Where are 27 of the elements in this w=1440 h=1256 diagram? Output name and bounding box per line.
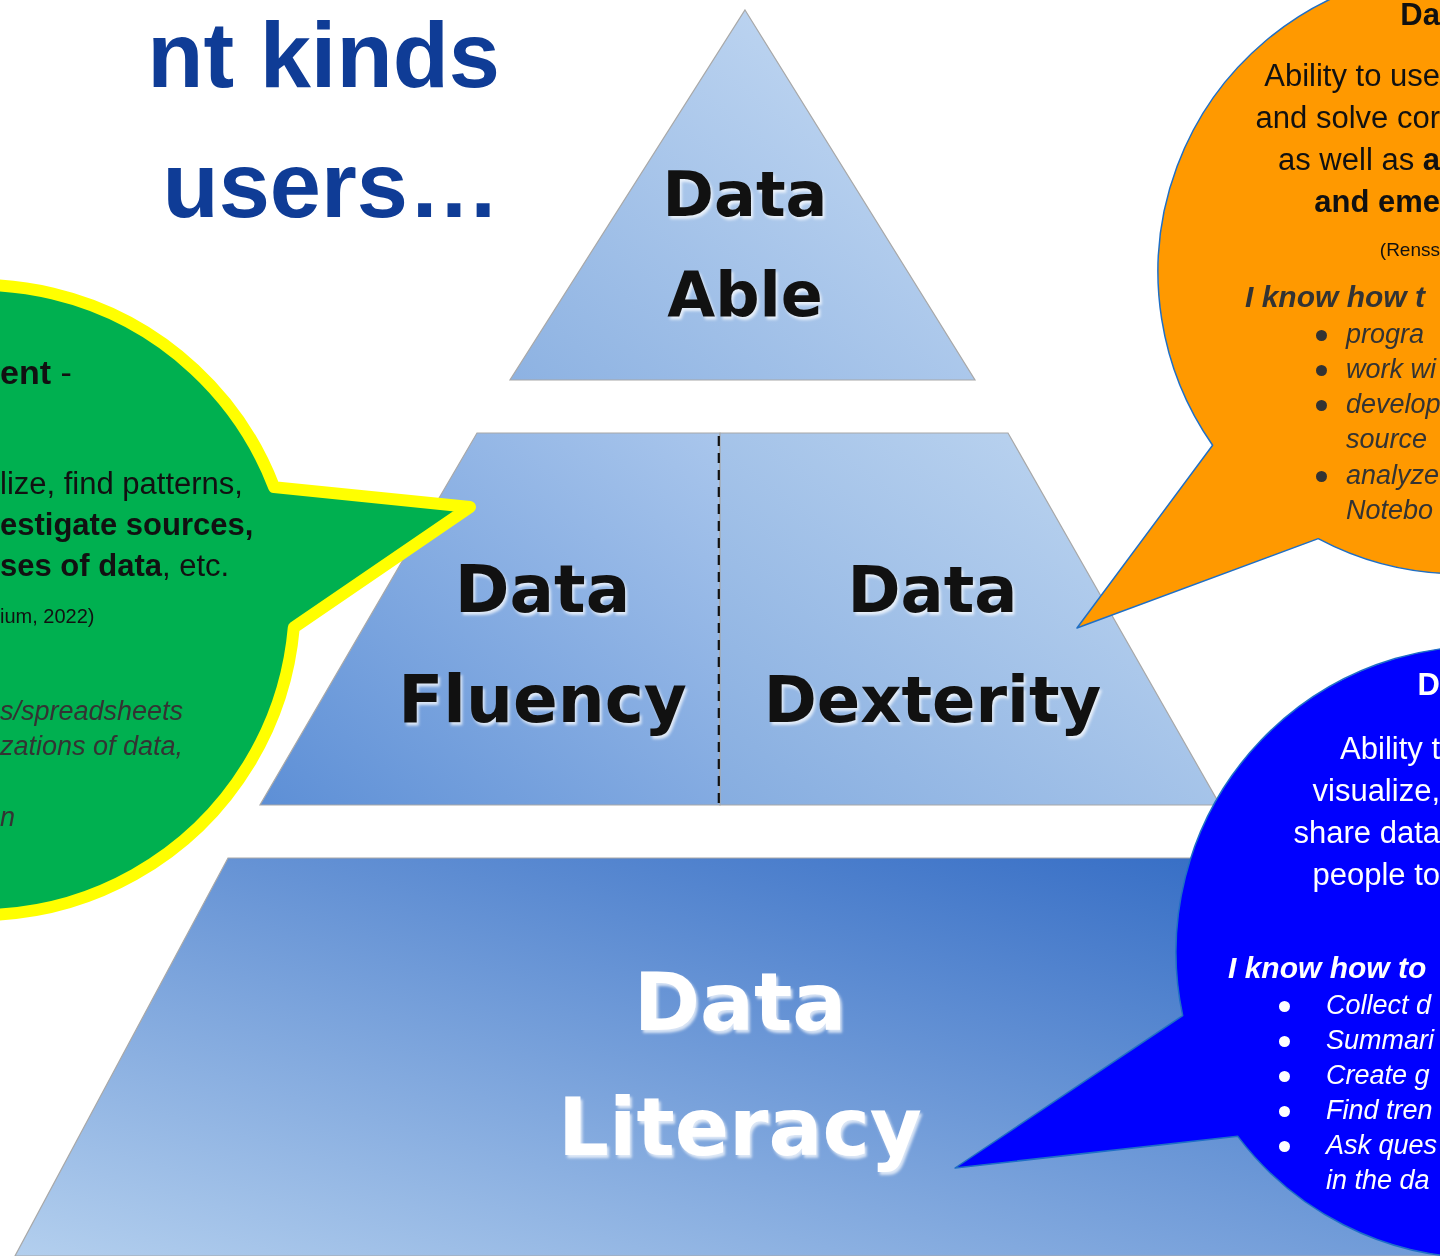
bubble-heading: ent - (0, 352, 73, 392)
pyramid-tier (508, 8, 978, 382)
list-item: Find tren (1326, 1094, 1434, 1127)
tier-label: Data Dexterity (762, 552, 1103, 739)
list-item: Summari (1326, 1024, 1436, 1057)
tier-label: Data Literacy (557, 955, 923, 1176)
list-heading: I know how t (1245, 279, 1427, 315)
definition-text: Ability t visualize, share data people to (1292, 730, 1440, 894)
bubble-heading: Da (1399, 0, 1440, 30)
citation-text: (Renss (1378, 238, 1440, 262)
list-item: analyze Notebo (1346, 459, 1440, 527)
tier-label: Data Able (661, 157, 829, 333)
definition-text: Ability to use and solve cor as well as a and eme (1254, 57, 1440, 221)
speech-bubble-tooltip (1077, 0, 1440, 630)
list-item: progra (1346, 318, 1426, 351)
definition-text: lize, find patterns, estigate sources, ses of data, etc. (0, 465, 255, 585)
slide-title: nt kinds users… (146, 3, 500, 238)
list-item: Collect d (1326, 989, 1433, 1022)
list-item: Create g (1326, 1059, 1431, 1092)
bubble-heading: D (1416, 667, 1440, 703)
example-text: s/spreadsheets zations of data, (0, 695, 185, 763)
tier-label: Data Fluency (397, 550, 688, 740)
list-item: work wi (1346, 353, 1438, 386)
list-item: Ask ques in the da (1326, 1129, 1439, 1197)
list-heading: I know how to (1228, 950, 1428, 986)
example-text: n (0, 801, 17, 834)
citation-text: ium, 2022) (0, 604, 96, 628)
